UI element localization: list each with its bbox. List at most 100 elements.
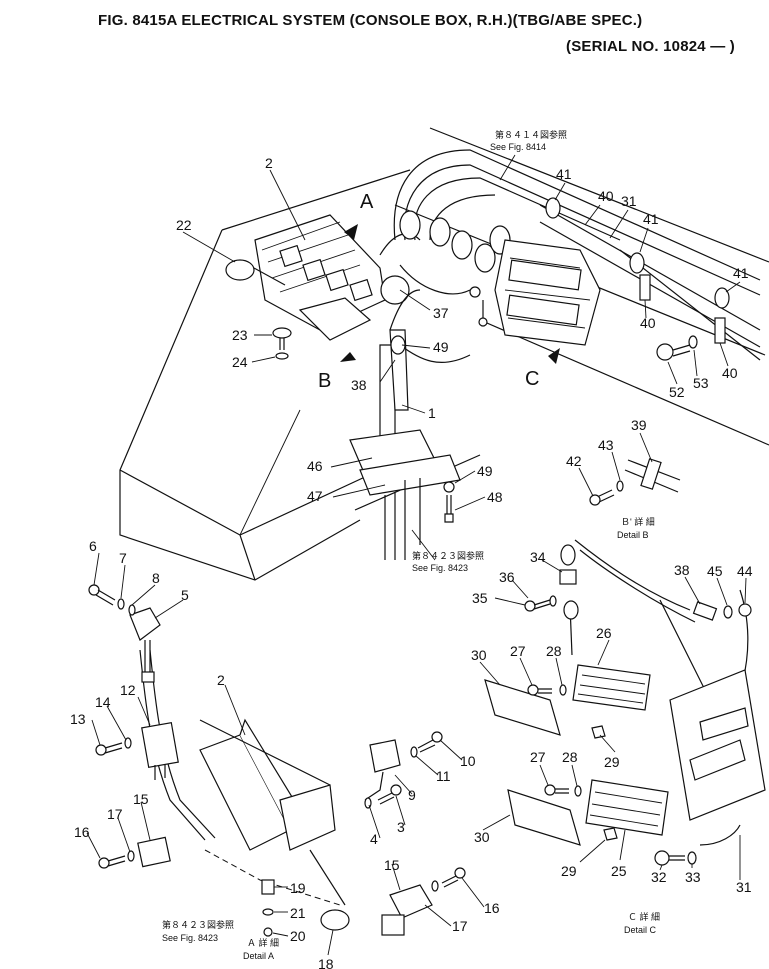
- callout-52: 52: [669, 384, 685, 400]
- callout-44: 44: [737, 563, 753, 579]
- view-b-arrow-icon: [340, 352, 356, 362]
- callout-13: 13: [70, 711, 86, 727]
- callout-41: 41: [556, 166, 572, 182]
- callout-17: 17: [107, 806, 123, 822]
- callout-6: 6: [89, 538, 97, 554]
- callout-18: 18: [318, 956, 334, 969]
- callout-1: 1: [428, 405, 436, 421]
- serial-number: (SERIAL NO. 10824 — ): [566, 38, 735, 55]
- ref-fig-8414: See Fig. 8414: [490, 142, 546, 152]
- ref-fig-8423b-jp: 第８４２３図参照: [162, 919, 234, 930]
- detail-a-jp: Ａ 詳 細: [247, 937, 279, 948]
- callout-49: 49: [433, 339, 449, 355]
- callout-40b: 40: [640, 315, 656, 331]
- callout-53: 53: [693, 375, 709, 391]
- callout-48: 48: [487, 489, 503, 505]
- callout-49b: 49: [477, 463, 493, 479]
- lever-assembly: [349, 289, 471, 560]
- callout-40c: 40: [722, 365, 738, 381]
- callout-27b: 27: [530, 749, 546, 765]
- view-c-arrow-icon: [548, 348, 560, 364]
- callout-27: 27: [510, 643, 526, 659]
- callout-8: 8: [152, 570, 160, 586]
- callout-32: 32: [651, 869, 667, 885]
- callout-2: 2: [265, 155, 273, 171]
- right-bar-clamps: [539, 197, 761, 361]
- detail-a-label: Detail A: [243, 951, 274, 961]
- callout-28: 28: [546, 643, 562, 659]
- callout-43: 43: [598, 437, 614, 453]
- bolt-52: [656, 335, 698, 361]
- callout-17b: 17: [452, 918, 468, 934]
- callout-23: 23: [232, 327, 248, 343]
- callout-7: 7: [119, 550, 127, 566]
- callout-47: 47: [307, 488, 323, 504]
- detail-a: [129, 607, 433, 937]
- callout-36: 36: [499, 569, 515, 585]
- ref-fig-8423-jp: 第８４２３図参照: [412, 550, 484, 561]
- callout-41b: 41: [643, 211, 659, 227]
- callout-31: 31: [621, 193, 637, 209]
- relay-harness: [225, 214, 421, 341]
- callout-31b: 31: [736, 879, 752, 895]
- callout-19: 19: [290, 880, 306, 896]
- callout-numbers: 2 22 23 24 37 49 1 38 46 47 49 48 41 40 …: [70, 155, 753, 969]
- view-a-arrow-icon: [344, 224, 358, 240]
- callout-15b: 15: [384, 857, 400, 873]
- callout-15: 15: [133, 791, 149, 807]
- callout-29: 29: [604, 754, 620, 770]
- connector-block: [494, 239, 601, 346]
- callout-34: 34: [530, 549, 546, 565]
- detail-a-fasteners: [88, 584, 466, 892]
- detail-c: [484, 539, 766, 866]
- detail-c-jp: Ｃ 詳 細: [628, 911, 660, 922]
- callout-21: 21: [290, 905, 306, 921]
- screw-23: [272, 327, 292, 360]
- callout-10: 10: [460, 753, 476, 769]
- callout-37: 37: [433, 305, 449, 321]
- view-arrows: [340, 224, 560, 364]
- view-c-label: C: [525, 368, 539, 390]
- leader-lines: [86, 154, 747, 956]
- ref-fig-8414-jp: 第８４１４図参照: [495, 129, 567, 140]
- callout-9: 9: [408, 787, 416, 803]
- callout-33: 33: [685, 869, 701, 885]
- figure-title: FIG. 8415A ELECTRICAL SYSTEM (CONSOLE BO…: [98, 12, 643, 29]
- view-b-label: B: [318, 370, 331, 392]
- callout-42: 42: [566, 453, 582, 469]
- callout-40: 40: [598, 188, 614, 204]
- callout-3: 3: [397, 819, 405, 835]
- callout-29b: 29: [561, 863, 577, 879]
- callout-30: 30: [471, 647, 487, 663]
- callout-16b: 16: [484, 900, 500, 916]
- callout-25: 25: [611, 863, 627, 879]
- callout-16: 16: [74, 824, 90, 840]
- detail-b-label: Detail B: [617, 530, 649, 540]
- callout-11: 11: [436, 768, 451, 784]
- callout-46: 46: [307, 458, 323, 474]
- callout-28b: 28: [562, 749, 578, 765]
- callout-12: 12: [120, 682, 136, 698]
- callout-35: 35: [472, 590, 488, 606]
- callout-4: 4: [370, 831, 378, 847]
- callout-38b: 38: [674, 562, 690, 578]
- callout-30b: 30: [474, 829, 490, 845]
- callout-39: 39: [631, 417, 647, 433]
- callout-22: 22: [176, 217, 192, 233]
- detail-b-clamp: [589, 458, 681, 506]
- callout-38: 38: [351, 377, 367, 393]
- ref-fig-8423: See Fig. 8423: [412, 563, 468, 573]
- detail-b-jp: Ｂ' 詳 細: [621, 516, 655, 527]
- callout-20: 20: [290, 928, 306, 944]
- callout-41c: 41: [733, 265, 749, 281]
- callout-26: 26: [596, 625, 612, 641]
- callout-5: 5: [181, 587, 189, 603]
- callout-14: 14: [95, 694, 111, 710]
- ref-fig-8423b: See Fig. 8423: [162, 933, 218, 943]
- detail-c-label: Detail C: [624, 925, 657, 935]
- callout-2b: 2: [217, 672, 225, 688]
- callout-45: 45: [707, 563, 723, 579]
- callout-24: 24: [232, 354, 248, 370]
- view-a-label: A: [360, 191, 374, 213]
